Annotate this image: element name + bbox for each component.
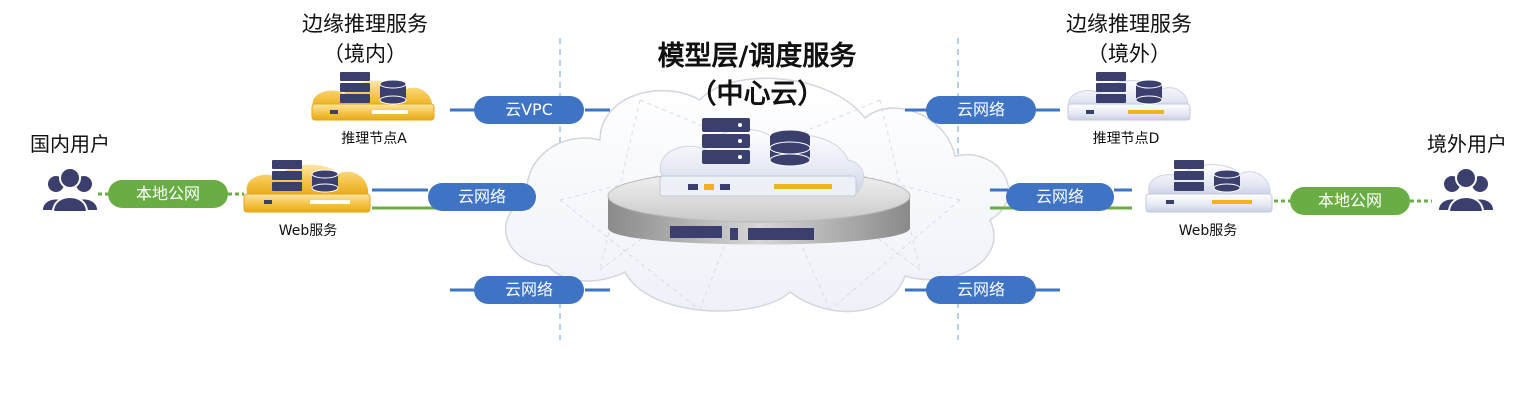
users-left-label: 国内用户 [30,132,110,156]
edge-right-title-line2: （境外） [1087,42,1171,66]
web-server-left [243,160,371,213]
central-server [659,118,864,197]
users-icon-right [1439,167,1493,213]
edge-node-a [311,72,435,121]
web-server-right [1145,160,1273,213]
link-right-bottom: 云网络 [926,276,1036,304]
users-right-label: 境外用户 [1427,132,1507,156]
node-d-label: 推理节点D [1092,131,1160,147]
link-left-bottom: 云网络 [474,276,584,304]
center-title-line2: （中心云） [689,79,825,110]
web-left-label: Web服务 [278,223,338,239]
users-icon-left [43,167,97,213]
link-left-mid: 云网络 [428,183,536,211]
link-right-top: 云网络 [926,96,1036,124]
edge-left-title-line2: （境内） [323,42,407,66]
web-right-label: Web服务 [1178,223,1238,239]
link-right-public: 本地公网 [1290,187,1410,215]
center-title-line1: 模型层/调度服务 [657,41,857,72]
edge-right-title-line1: 边缘推理服务 [1066,12,1192,36]
edge-left-title-line1: 边缘推理服务 [302,12,428,36]
node-a-label: 推理节点A [341,131,407,147]
edge-node-d [1067,72,1191,121]
link-left-top: 云VPC [474,96,584,124]
link-right-mid: 云网络 [1006,183,1114,211]
link-left-public: 本地公网 [108,180,228,208]
